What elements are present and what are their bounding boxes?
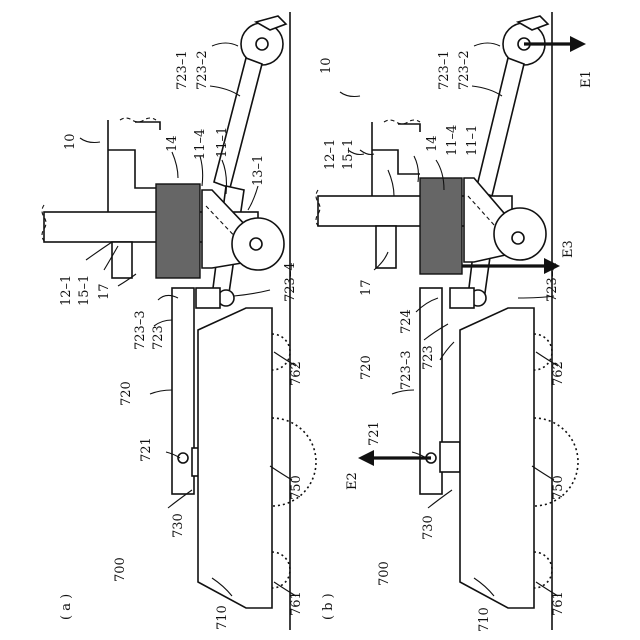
frame-14-b xyxy=(398,124,420,132)
label-15-1-b: 15–1 xyxy=(341,139,356,170)
bracket-17-a xyxy=(112,242,132,278)
panel-a: ( a ) 10 12–1 15–1 17 14 11–4 11–1 13–1 … xyxy=(42,12,316,630)
label-17-b: 17 xyxy=(359,279,374,296)
label-11-4-a: 11–4 xyxy=(193,129,208,160)
frame-upper-b xyxy=(372,150,420,174)
label-721-b: 721 xyxy=(367,421,382,446)
label-750-a: 750 xyxy=(289,475,304,500)
block-11-4-a xyxy=(156,184,200,278)
stop-730-b xyxy=(440,442,460,472)
label-723-4-b: 723–4 xyxy=(545,262,560,302)
label-11-1-b: 11–1 xyxy=(465,125,480,156)
label-724-b: 724 xyxy=(399,309,414,334)
label-761-b: 761 xyxy=(551,591,566,616)
label-762-a: 762 xyxy=(289,361,304,386)
carriage-710-b xyxy=(460,308,534,608)
label-720-b: 720 xyxy=(359,355,374,380)
label-11-1-a: 11–1 xyxy=(215,127,230,158)
label-710-a: 710 xyxy=(215,605,230,630)
label-730-a: 730 xyxy=(171,513,186,538)
label-723-3-a: 723–3 xyxy=(133,310,148,350)
label-10-a: 10 xyxy=(63,133,78,150)
label-762-b: 762 xyxy=(551,361,566,386)
wheel-13-1-a xyxy=(232,218,284,270)
label-723-1-a: 723–1 xyxy=(175,50,190,90)
label-12-1-a: 12–1 xyxy=(59,275,74,306)
label-13-1-a: 13–1 xyxy=(251,155,266,186)
panel-b: ( b ) 10 12–1 15–1 17 14 11–4 11–1 723–1… xyxy=(316,12,594,632)
link-plate-b xyxy=(450,288,474,308)
label-723-3-b: 723–3 xyxy=(399,350,414,390)
arrow-E2-head xyxy=(358,450,374,466)
label-723-4-a: 723–4 xyxy=(283,262,298,302)
wheel-13-1-b xyxy=(494,208,546,260)
label-14-b: 14 xyxy=(425,135,440,152)
label-761-a: 761 xyxy=(289,591,304,616)
bracket-17-b xyxy=(376,226,396,268)
panel-tag-a: ( a ) xyxy=(59,594,74,620)
label-723-2-a: 723–2 xyxy=(195,50,210,90)
label-723-2-b: 723–2 xyxy=(457,50,472,90)
block-11-4-b xyxy=(420,178,462,274)
label-700-a: 700 xyxy=(113,557,128,582)
arm-723-b xyxy=(476,58,524,196)
frame-14-a xyxy=(135,122,160,130)
label-E1: E1 xyxy=(579,70,594,88)
frame-upper-a xyxy=(108,150,158,188)
label-17-a: 17 xyxy=(97,283,112,300)
link-plate-a xyxy=(196,288,220,308)
label-10-b: 10 xyxy=(319,57,334,74)
label-723-b: 723 xyxy=(421,345,436,370)
panel-tag-b: ( b ) xyxy=(321,593,336,620)
label-720-a: 720 xyxy=(119,381,134,406)
carriage-710-a xyxy=(198,308,272,608)
label-723-1-b: 723–1 xyxy=(437,50,452,90)
label-700-b: 700 xyxy=(377,561,392,586)
label-15-1-a: 15–1 xyxy=(77,275,92,306)
arrow-E1-head xyxy=(570,36,586,52)
label-12-1-b: 12–1 xyxy=(323,139,338,170)
label-14-a: 14 xyxy=(165,135,180,152)
label-750-b: 750 xyxy=(551,475,566,500)
label-730-b: 730 xyxy=(421,515,436,540)
label-723-a: 723 xyxy=(151,325,166,350)
label-E3: E3 xyxy=(561,240,576,258)
label-E2: E2 xyxy=(345,472,360,490)
label-710-b: 710 xyxy=(477,607,492,632)
label-11-4-b: 11–4 xyxy=(445,125,460,156)
label-721-a: 721 xyxy=(139,437,154,462)
